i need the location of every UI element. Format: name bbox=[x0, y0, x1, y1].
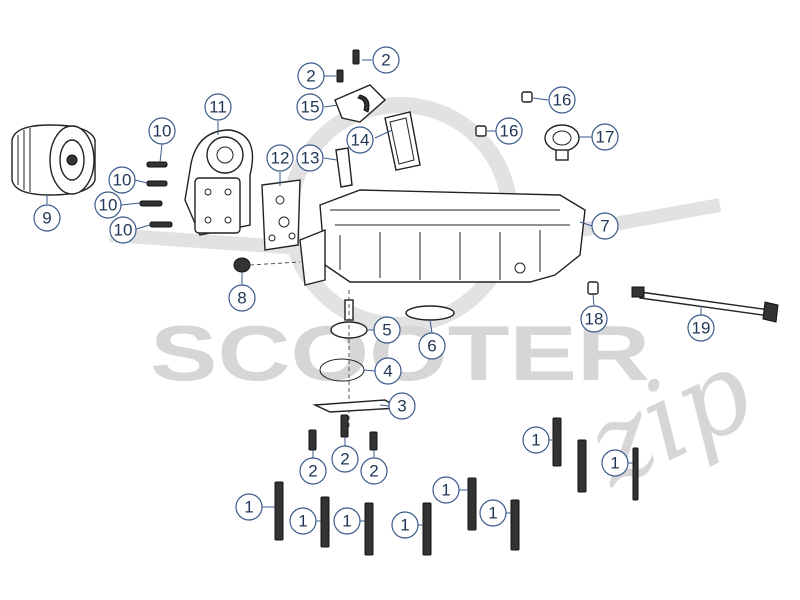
callout-label: 1 bbox=[610, 454, 619, 473]
callout-label: 11 bbox=[209, 98, 227, 117]
callout-label: 7 bbox=[600, 217, 609, 236]
watermark-brand: SCOOTER bbox=[150, 309, 650, 397]
callout-label: 15 bbox=[301, 98, 320, 117]
callout-label: 10 bbox=[113, 171, 132, 190]
callout-label: 19 bbox=[692, 319, 711, 338]
plate-part-15 bbox=[334, 84, 387, 123]
gear-part-17 bbox=[544, 124, 580, 161]
callout-label: 1 bbox=[488, 504, 497, 523]
callout-label: 17 bbox=[596, 128, 615, 147]
callout-label: 1 bbox=[342, 512, 351, 531]
callout-10d: 10 bbox=[109, 216, 137, 244]
callout-19: 19 bbox=[687, 314, 715, 342]
callout-label: 5 bbox=[382, 321, 391, 340]
callout-label: 3 bbox=[397, 397, 406, 416]
bolts-1 bbox=[274, 417, 639, 556]
seal-part-6 bbox=[405, 305, 455, 321]
callout-18: 18 bbox=[580, 305, 608, 333]
bolts-10 bbox=[139, 161, 173, 228]
callout-label: 16 bbox=[500, 122, 519, 141]
callout-label: 1 bbox=[244, 498, 253, 517]
callout-1h: 1 bbox=[601, 449, 629, 477]
oil-pump-part bbox=[184, 129, 254, 236]
callout-8: 8 bbox=[228, 284, 256, 312]
callout-1a: 1 bbox=[235, 493, 263, 521]
callout-5: 5 bbox=[373, 316, 401, 344]
callout-label: 8 bbox=[237, 289, 246, 308]
callout-17: 17 bbox=[591, 123, 619, 151]
callout-label: 14 bbox=[351, 131, 370, 150]
callout-label: 1 bbox=[298, 512, 307, 531]
callout-label: 16 bbox=[553, 91, 572, 110]
oil-pan-part bbox=[299, 189, 586, 286]
callout-1c: 1 bbox=[333, 507, 361, 535]
callout-label: 2 bbox=[340, 450, 349, 469]
callout-6: 6 bbox=[418, 332, 446, 360]
callout-10b: 10 bbox=[108, 166, 136, 194]
callout-13: 13 bbox=[296, 144, 324, 172]
callout-1e: 1 bbox=[432, 476, 460, 504]
cap-part-16a bbox=[521, 91, 533, 103]
callout-1d: 1 bbox=[391, 511, 419, 539]
bolt-2-top-a bbox=[352, 49, 360, 65]
callout-label: 10 bbox=[114, 221, 133, 240]
callout-16a: 16 bbox=[548, 86, 576, 114]
callout-label: 9 bbox=[42, 209, 51, 228]
callout-9: 9 bbox=[33, 204, 61, 232]
callout-label: 1 bbox=[441, 481, 450, 500]
callout-label: 2 bbox=[381, 51, 390, 70]
callout-14: 14 bbox=[346, 126, 374, 154]
callout-2c: 2 bbox=[299, 457, 327, 485]
callout-16b: 16 bbox=[495, 117, 523, 145]
cap-part-16b bbox=[475, 125, 487, 137]
callout-12: 12 bbox=[266, 144, 294, 172]
leader-lines bbox=[46, 59, 702, 526]
callout-10a: 10 bbox=[148, 117, 176, 145]
bolt-2-lower-c bbox=[369, 431, 378, 451]
callout-3: 3 bbox=[388, 392, 416, 420]
callout-11: 11 bbox=[204, 93, 232, 121]
bolt-2-lower-a bbox=[308, 429, 317, 451]
callout-1g: 1 bbox=[522, 426, 550, 454]
callout-label: 10 bbox=[99, 196, 118, 215]
callout-label: 18 bbox=[585, 310, 604, 329]
callout-label: 12 bbox=[271, 149, 290, 168]
callout-label: 1 bbox=[400, 516, 409, 535]
callout-label: 1 bbox=[531, 431, 540, 450]
gasket-plate-part bbox=[261, 179, 301, 251]
callout-label: 2 bbox=[369, 462, 378, 481]
fitting-part-18 bbox=[587, 281, 599, 295]
screen-part-14 bbox=[384, 111, 421, 171]
plug-part-8 bbox=[233, 257, 251, 273]
callout-7: 7 bbox=[591, 212, 619, 240]
callout-1b: 1 bbox=[289, 507, 317, 535]
pin-part-13 bbox=[335, 147, 353, 188]
bolt-2-lower-b bbox=[340, 414, 349, 438]
callout-label: 6 bbox=[427, 337, 436, 356]
callout-1f: 1 bbox=[479, 499, 507, 527]
callout-label: 2 bbox=[306, 67, 315, 86]
callout-2b: 2 bbox=[297, 62, 325, 90]
oil-filter-part bbox=[11, 124, 96, 196]
dipstick-part-19 bbox=[631, 286, 779, 323]
callout-label: 13 bbox=[301, 149, 320, 168]
callout-2e: 2 bbox=[360, 457, 388, 485]
leader-dash-8 bbox=[249, 261, 301, 266]
bolt-2-top-b bbox=[336, 69, 344, 83]
callout-label: 10 bbox=[153, 122, 172, 141]
callout-15: 15 bbox=[296, 93, 324, 121]
callout-2a: 2 bbox=[372, 46, 400, 74]
callout-label: 4 bbox=[383, 362, 392, 381]
callout-label: 2 bbox=[308, 462, 317, 481]
callout-4: 4 bbox=[374, 357, 402, 385]
callout-10c: 10 bbox=[94, 191, 122, 219]
callout-2d: 2 bbox=[331, 445, 359, 473]
